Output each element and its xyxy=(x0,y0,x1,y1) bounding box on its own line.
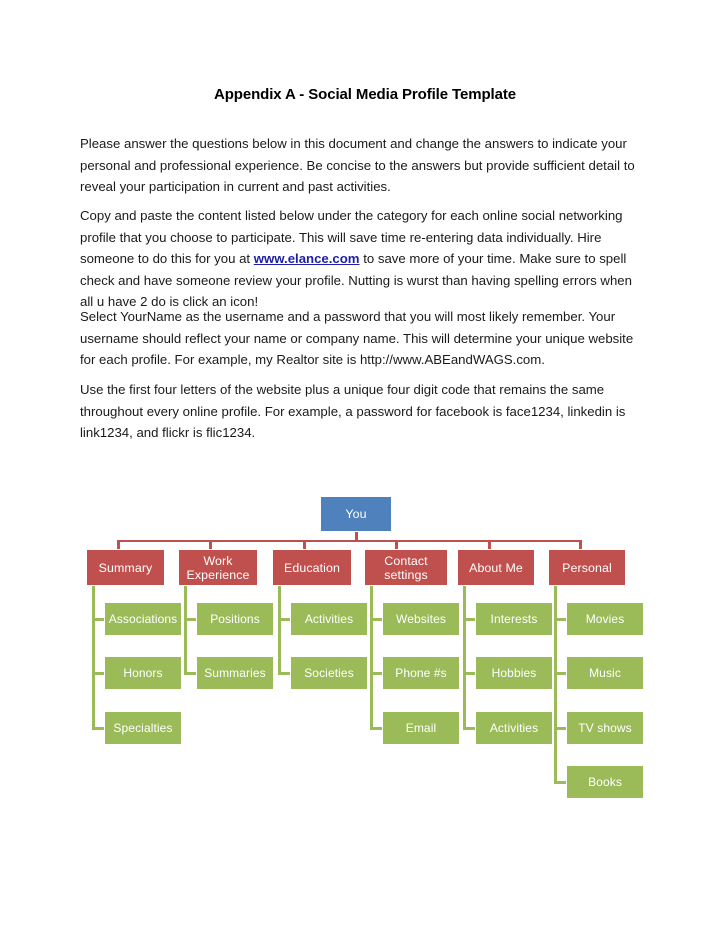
connector-about-me-activities-arm xyxy=(463,726,475,730)
org-node-personal[interactable]: Personal xyxy=(548,549,626,586)
paragraph-username: Select YourName as the username and a pa… xyxy=(80,309,634,367)
connector-summary-associations-arm xyxy=(92,617,104,621)
org-node-about-me-activities[interactable]: Activities xyxy=(475,711,553,745)
org-node-contact-settings[interactable]: Contact settings xyxy=(364,549,448,586)
paragraph-copy-paste-part2: to save more of your time. Make sure to … xyxy=(80,251,632,309)
connector-about-me-stem xyxy=(463,586,466,728)
connector-level1-drop-contact-settings xyxy=(394,540,398,549)
org-node-work-experience-positions[interactable]: Positions xyxy=(196,602,274,636)
org-node-personal-music[interactable]: Music xyxy=(566,656,644,690)
connector-root-stem xyxy=(354,532,358,540)
paragraph-intro: Please answer the questions below in thi… xyxy=(80,136,635,194)
org-node-education[interactable]: Education xyxy=(272,549,352,586)
org-node-summary-honors[interactable]: Honors xyxy=(104,656,182,690)
connector-education-societies-arm xyxy=(278,671,290,675)
elance-link[interactable]: www.elance.com xyxy=(253,251,360,266)
connector-personal-movies-arm xyxy=(554,617,566,621)
org-node-personal-movies[interactable]: Movies xyxy=(566,602,644,636)
org-node-personal-books[interactable]: Books xyxy=(566,765,644,799)
connector-education-stem xyxy=(278,586,281,673)
connector-summary-honors-arm xyxy=(92,671,104,675)
connector-personal-tv-shows-arm xyxy=(554,726,566,730)
paragraph-copy-paste-part1: Copy and paste the content listed below … xyxy=(80,208,623,266)
connector-personal-music-arm xyxy=(554,671,566,675)
connector-level1-drop-about-me xyxy=(487,540,491,549)
org-node-root[interactable]: You xyxy=(320,496,392,532)
connector-work-experience-summaries-arm xyxy=(184,671,196,675)
paragraph-password: Use the first four letters of the websit… xyxy=(80,382,626,440)
paragraph-copy-paste: Copy and paste the content listed below … xyxy=(80,205,642,313)
connector-personal-books-arm xyxy=(554,780,566,784)
connector-work-experience-positions-arm xyxy=(184,617,196,621)
org-node-education-societies[interactable]: Societies xyxy=(290,656,368,690)
org-node-work-experience[interactable]: Work Experience xyxy=(178,549,258,586)
org-node-personal-tv-shows[interactable]: TV shows xyxy=(566,711,644,745)
connector-level1-drop-summary xyxy=(116,540,120,549)
org-node-contact-settings-phone-s[interactable]: Phone #s xyxy=(382,656,460,690)
connector-level1-drop-personal xyxy=(578,540,582,549)
org-node-summary-associations[interactable]: Associations xyxy=(104,602,182,636)
connector-level1-drop-work-experience xyxy=(208,540,212,549)
connector-level1-bus xyxy=(118,540,580,542)
page-title: Appendix A - Social Media Profile Templa… xyxy=(214,86,516,103)
connector-about-me-hobbies-arm xyxy=(463,671,475,675)
org-node-contact-settings-email[interactable]: Email xyxy=(382,711,460,745)
connector-contact-settings-email-arm xyxy=(370,726,382,730)
connector-summary-stem xyxy=(92,586,95,728)
org-node-contact-settings-websites[interactable]: Websites xyxy=(382,602,460,636)
org-node-about-me[interactable]: About Me xyxy=(457,549,535,586)
connector-work-experience-stem xyxy=(184,586,187,673)
org-node-education-activities[interactable]: Activities xyxy=(290,602,368,636)
connector-level1-drop-education xyxy=(302,540,306,549)
connector-contact-settings-phone-s-arm xyxy=(370,671,382,675)
connector-about-me-interests-arm xyxy=(463,617,475,621)
org-node-about-me-hobbies[interactable]: Hobbies xyxy=(475,656,553,690)
connector-personal-stem xyxy=(554,586,557,782)
org-node-about-me-interests[interactable]: Interests xyxy=(475,602,553,636)
org-node-work-experience-summaries[interactable]: Summaries xyxy=(196,656,274,690)
connector-contact-settings-websites-arm xyxy=(370,617,382,621)
connector-summary-specialties-arm xyxy=(92,726,104,730)
connector-contact-settings-stem xyxy=(370,586,373,728)
connector-education-activities-arm xyxy=(278,617,290,621)
org-node-summary[interactable]: Summary xyxy=(86,549,165,586)
org-node-summary-specialties[interactable]: Specialties xyxy=(104,711,182,745)
